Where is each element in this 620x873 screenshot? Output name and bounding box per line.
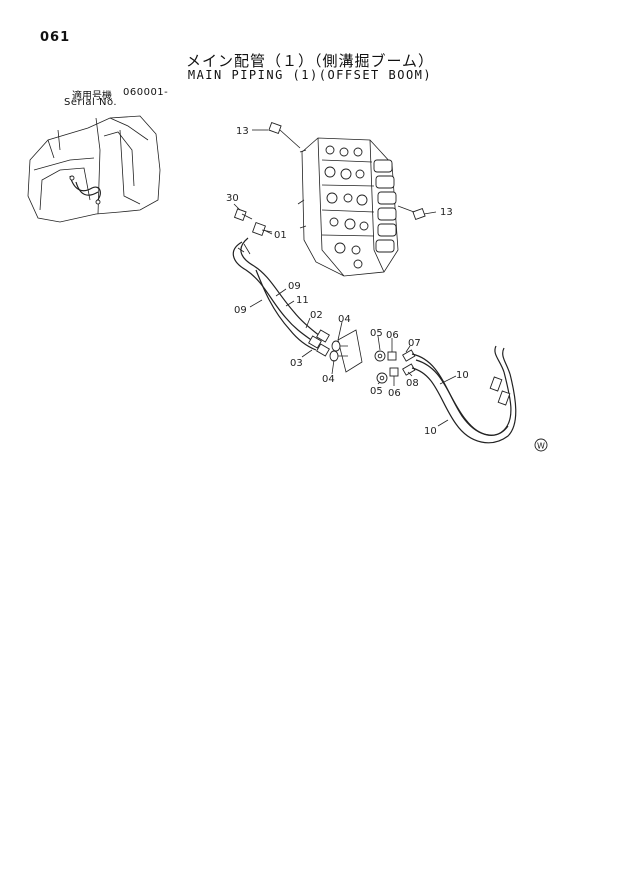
callout-08: 08 bbox=[406, 378, 419, 389]
leader-lines bbox=[241, 213, 457, 427]
serial-label-japanese: 適用号機 bbox=[72, 91, 112, 102]
page-title-japanese: メイン配管（１）（側溝掘ブーム） bbox=[185, 52, 435, 70]
hose-10-assembly bbox=[402, 345, 517, 444]
machine-locator-sketch bbox=[27, 115, 161, 223]
callout-04-upper: 04 bbox=[338, 314, 351, 325]
callout-09-upper: 09 bbox=[288, 281, 301, 292]
callout-04-lower: 04 bbox=[322, 374, 335, 385]
serial-label-english: Serial No. bbox=[64, 97, 118, 108]
callout-06-lower: 06 bbox=[388, 388, 401, 399]
part-30-fitting bbox=[233, 203, 247, 221]
callout-01: 01 bbox=[274, 230, 287, 241]
callout-30: 30 bbox=[226, 193, 239, 204]
part-01-elbow-fitting bbox=[252, 222, 273, 236]
part-13-upper-fitting bbox=[252, 121, 301, 149]
part-04-clamp-bracket bbox=[329, 329, 363, 373]
callout-10-upper: 10 bbox=[456, 370, 469, 381]
callout-13-upper: 13 bbox=[236, 126, 249, 137]
control-valve-assembly bbox=[297, 137, 399, 277]
callout-05-lower: 05 bbox=[370, 386, 383, 397]
serial-number-value: 060001- bbox=[123, 87, 169, 98]
callout-11: 11 bbox=[296, 295, 309, 306]
callout-10-lower: 10 bbox=[424, 426, 437, 437]
callout-07: 07 bbox=[408, 338, 421, 349]
callout-03: 03 bbox=[290, 358, 303, 369]
circled-w-letter: W bbox=[537, 442, 545, 451]
page-title-english: MAIN PIPING (1)(OFFSET BOOM) bbox=[187, 68, 433, 82]
part-13-right-fitting bbox=[397, 205, 437, 221]
part-05-washers bbox=[374, 350, 388, 384]
callout-06-upper: 06 bbox=[386, 330, 399, 341]
callout-13-right: 13 bbox=[440, 207, 453, 218]
callout-09-lower: 09 bbox=[234, 305, 247, 316]
callout-02: 02 bbox=[310, 310, 323, 321]
circled-w-mark: W bbox=[534, 438, 548, 452]
callout-05-upper: 05 bbox=[370, 328, 383, 339]
page-number: 061 bbox=[40, 30, 71, 45]
part-06-nuts bbox=[387, 351, 399, 377]
hose-09-assembly bbox=[232, 237, 330, 357]
